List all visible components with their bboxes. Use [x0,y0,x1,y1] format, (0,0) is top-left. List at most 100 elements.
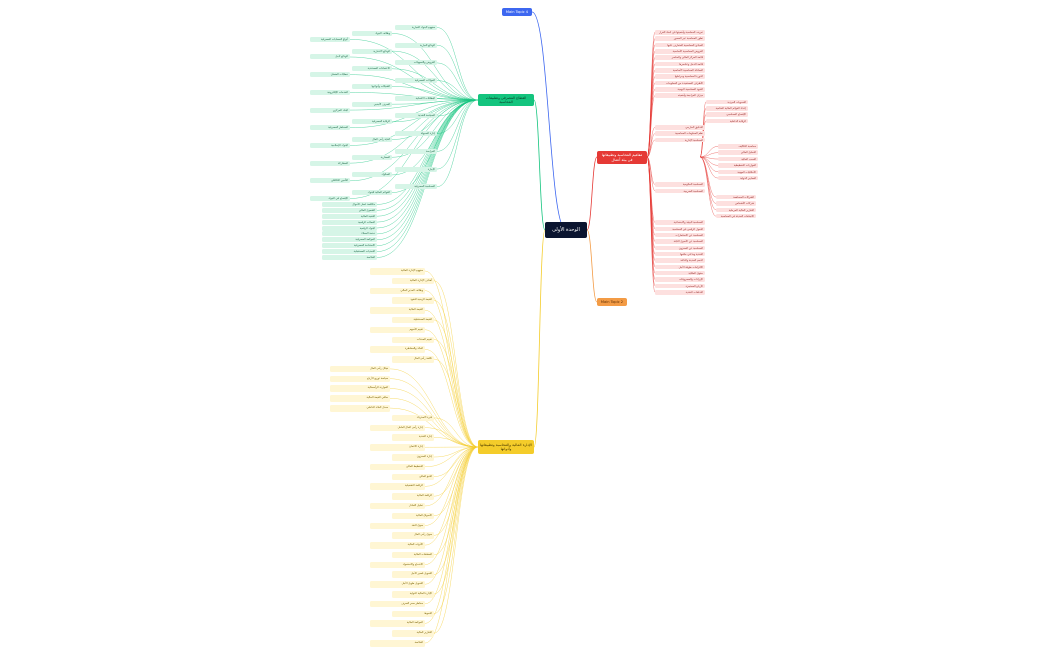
green-leaf-item[interactable]: الاستدامة المصرفية [322,243,377,249]
red-leaf-item[interactable]: قائمة المركز المالي والعناصر [655,55,705,60]
red-leaf-item[interactable]: حقوق الملكية [655,270,705,276]
red-leaf-item[interactable]: القيود المحاسبية اليومية [655,87,705,92]
red-leaf-item[interactable]: نظم المعلومات المحاسبية [655,131,705,136]
green-leaf-item[interactable]: المحاسبة المصرفية [395,184,437,190]
green-leaf-item[interactable]: الصرف الأجنبي [352,101,392,107]
red-leaf-item[interactable]: المبادئ المحاسبية المتعارف عليها [655,42,705,48]
green-leaf-item[interactable]: البطاقات الائتمانية [395,95,437,101]
green-leaf-item[interactable]: الودائع الجارية [395,42,437,48]
green-leaf-item[interactable]: القروض والتسهيلات [395,60,437,66]
yellow-leaf-item[interactable]: مفهوم الإدارة المالية [370,268,425,275]
green-leaf-item[interactable]: المخاطر المصرفية [310,125,350,131]
topic-green[interactable]: القطاع المصرفي وتطبيقات المحاسبة [478,94,534,106]
red-leaf-item[interactable]: إعداد القوائم المالية الختامية [706,106,748,111]
root-node[interactable]: الوحدة الأولى [545,222,587,238]
yellow-leaf-item[interactable]: التخطيط المالي [370,463,425,471]
yellow-leaf-item[interactable]: وظائف المدير المالي [370,287,425,295]
red-leaf-item[interactable]: الرقابة الداخلية [706,118,748,124]
red-leaf-item[interactable]: محاسبة التكاليف [718,144,758,149]
green-leaf-item[interactable]: الرقابة المصرفية [352,119,392,125]
yellow-leaf-item[interactable]: الرافعة التشغيلية [370,483,425,490]
red-leaf-item[interactable]: الموازنات التخطيطية [718,163,758,168]
yellow-leaf-item[interactable]: فترة الاسترداد [392,414,434,422]
green-leaf-item[interactable]: الخلاصة [322,255,377,260]
green-leaf-item[interactable]: التحديات المستقبلية [322,249,377,255]
green-leaf-item[interactable]: الودائع لأجل [310,54,350,60]
green-leaf-item[interactable]: الودائع الادخارية [352,48,392,54]
green-leaf-item[interactable]: الحوكمة المصرفية [322,237,377,243]
yellow-leaf-item[interactable]: إدارة رأس المال العامل [370,424,425,432]
yellow-leaf-item[interactable]: مخاطر سعر الصرف [370,600,425,608]
yellow-leaf-item[interactable]: التمويل طويل الأجل [370,581,425,588]
yellow-leaf-item[interactable]: هيكل رأس المال [330,365,390,373]
red-leaf-item[interactable]: تطور المحاسبة عبر العصور [655,36,705,41]
green-leaf-item[interactable]: التأمين التكافلي [310,178,350,184]
red-leaf-item[interactable]: الدورة المحاسبية ومراحلها [655,74,705,79]
red-leaf-item[interactable]: المعادلة المحاسبية الأساسية [655,68,705,73]
yellow-leaf-item[interactable]: الاندماج والاستحواذ [370,561,425,569]
yellow-leaf-item[interactable]: تقييم الأسهم [370,326,425,334]
red-leaf-item[interactable]: النسب المالية [718,156,758,162]
yellow-leaf-item[interactable]: المشتقات المالية [392,551,434,559]
green-leaf-item[interactable]: الاعتمادات المستندية [352,66,392,72]
red-leaf-item[interactable]: المحاسبة عن المخزون [655,245,705,251]
yellow-leaf-item[interactable]: سوق رأس المال [392,532,434,539]
green-leaf-item[interactable]: الشمول المالي [322,207,377,213]
red-leaf-item[interactable]: التسويات الجردية [706,99,748,105]
red-leaf-item[interactable]: المحاسبة عن الاستثمارات [655,232,705,238]
green-leaf-item[interactable]: البنوك الإسلامية [310,142,350,148]
red-leaf-item[interactable]: الاتجاهات الحديثة في المحاسبة [716,213,756,219]
yellow-leaf-item[interactable]: القيمة المستقبلية [392,316,434,324]
red-leaf-item[interactable]: المحاسبة الحكومية [655,182,705,187]
yellow-leaf-item[interactable]: الموازنة الرأسمالية [330,385,390,392]
green-leaf-item[interactable]: العملات الرقمية [322,219,377,225]
red-leaf-item[interactable]: شركات الأشخاص [716,201,756,206]
yellow-leaf-item[interactable]: أهداف الإدارة المالية [392,277,434,285]
yellow-leaf-item[interactable]: التمويل قصير الأجل [392,571,434,578]
red-leaf-item[interactable]: الإيرادات والمصروفات [655,277,705,282]
red-leaf-item[interactable]: الالتزامات طويلة الأجل [655,264,705,270]
green-leaf-item[interactable]: كفاية رأس المال [352,137,392,143]
green-leaf-item[interactable]: الخدمات الإلكترونية [310,89,350,95]
yellow-leaf-item[interactable]: سوق النقد [370,522,425,530]
red-leaf-item[interactable]: ميزان المراجعة وأهميته [655,93,705,98]
yellow-leaf-item[interactable]: التقارير المالية [392,630,434,637]
green-leaf-item[interactable]: التقنية المالية [322,213,377,219]
red-leaf-item[interactable]: التدقيق الخارجي [655,125,705,130]
topic-yellow[interactable]: الإدارة المالية والمحاسبة وتطبيقاتها وأد… [478,440,534,454]
topic-red[interactable]: مفاهيم المحاسبة وتطبيقاتها في بيئة أعمال [597,151,647,164]
red-leaf-item[interactable]: المحاسبة الضريبية [655,188,705,194]
red-leaf-item[interactable]: النقدية وما في حكمها [655,251,705,257]
yellow-leaf-item[interactable]: تحليل التعادل [370,502,425,510]
yellow-leaf-item[interactable]: القيمة الزمنية للنقود [392,297,434,304]
red-leaf-item[interactable]: تعريف المحاسبة وأهميتها في اتخاذ القرار [655,30,705,35]
yellow-leaf-item[interactable]: التنبؤ المالي [392,473,434,481]
red-leaf-item[interactable]: التحول الرقمي في المحاسبة [655,226,705,232]
red-leaf-item[interactable]: المحاسبة البيئية والاجتماعية [655,220,705,225]
green-leaf-item[interactable]: خطابات الضمان [310,72,350,78]
yellow-leaf-item[interactable]: الرافعة المالية [392,493,434,500]
red-leaf-item[interactable]: التحليل المالي [718,150,758,155]
red-leaf-item[interactable]: الذمم المدينة والدائنة [655,258,705,263]
red-leaf-item[interactable]: التقارير المالية المرحلية [716,207,756,213]
yellow-leaf-item[interactable]: القيمة الحالية [370,307,425,314]
red-leaf-item[interactable]: الأخلاقيات المهنية [718,169,758,174]
main-topic-4[interactable]: Main Topic 4 [502,8,532,16]
green-leaf-item[interactable]: المرابحة [395,148,437,154]
yellow-leaf-item[interactable]: التحوط [392,610,434,618]
green-leaf-item[interactable]: البنك المركزي [310,107,350,113]
green-leaf-item[interactable]: وظائف البنوك [352,30,392,36]
yellow-leaf-item[interactable]: سياسة توزيع الأرباح [330,375,390,383]
red-leaf-item[interactable]: قائمة الدخل وعناصرها [655,61,705,67]
green-leaf-item[interactable]: السياسة النقدية [395,113,437,119]
red-leaf-item[interactable]: الأطراف المستفيدة من المعلومات المحاسبية [655,80,705,86]
green-leaf-item[interactable]: خدمة العملاء [322,231,377,237]
red-leaf-item[interactable]: المحاسبة الإدارية [655,137,705,143]
green-leaf-item[interactable]: الإفصاح في البنوك [310,196,350,202]
green-leaf-item[interactable]: المضاربة [352,154,392,160]
red-leaf-item[interactable]: الإفصاح المحاسبي [706,112,748,117]
green-leaf-item[interactable]: الإجارة [395,166,437,172]
red-leaf-item[interactable]: التدفقات النقدية [655,290,705,295]
main-topic-2[interactable]: Main Topic 2 [597,298,627,306]
yellow-leaf-item[interactable]: معدل العائد الداخلي [330,405,390,412]
